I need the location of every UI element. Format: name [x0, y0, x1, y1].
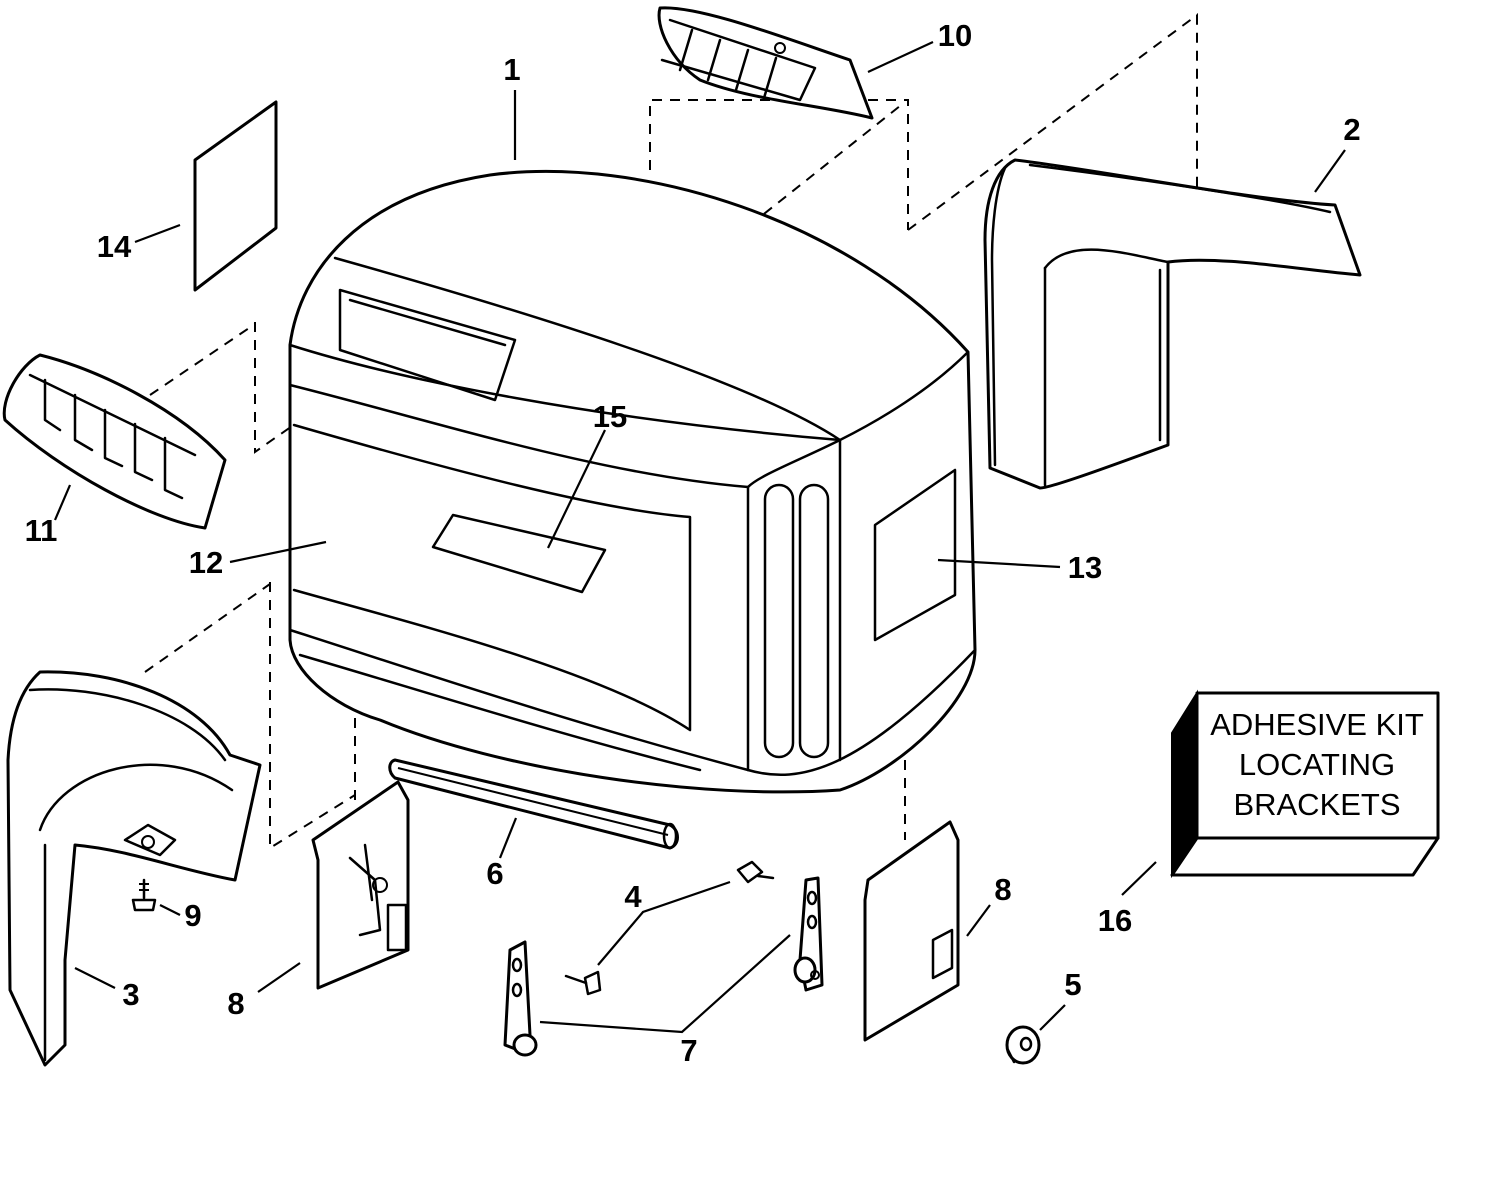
top-vent-grille [657, 6, 874, 120]
kit-text-line3: BRACKETS [1233, 787, 1400, 822]
callout-14: 14 [97, 229, 132, 264]
decal-panel [193, 100, 278, 292]
callout-numbers: 1 2 3 4 5 6 7 8 8 9 10 11 12 13 14 15 16 [25, 18, 1361, 1068]
screw-4-upper [736, 860, 775, 884]
latch-bracket-right [793, 876, 824, 992]
callout-7: 7 [680, 1033, 697, 1068]
kit-text-line1: ADHESIVE KIT [1210, 707, 1424, 742]
left-side-cover [6, 670, 262, 1067]
bracket-plate-right [863, 820, 960, 1042]
callout-8-right: 8 [994, 872, 1011, 907]
callout-15: 15 [593, 399, 627, 434]
engine-cowl [288, 169, 977, 794]
callout-10: 10 [938, 18, 972, 53]
screw-9 [131, 878, 157, 912]
callout-12: 12 [189, 545, 223, 580]
callout-4: 4 [624, 879, 642, 914]
callout-1: 1 [503, 52, 520, 87]
side-vent-grille [2, 353, 227, 530]
right-side-cover [983, 158, 1362, 490]
callout-3: 3 [122, 977, 139, 1012]
leader-lines [53, 41, 1346, 1034]
latch-bracket-left [503, 940, 538, 1057]
screw-4-lower [564, 970, 602, 996]
kit-text-line2: LOCATING [1239, 747, 1395, 782]
seal-strip [388, 758, 679, 850]
bracket-plate-left [311, 780, 410, 990]
callout-6: 6 [486, 856, 503, 891]
callout-8-left: 8 [227, 986, 244, 1021]
callout-9: 9 [184, 898, 201, 933]
callout-11: 11 [25, 513, 58, 548]
adhesive-kit-box: ADHESIVE KIT LOCATING BRACKETS [1170, 689, 1440, 879]
grommet [1005, 1025, 1041, 1065]
callout-16: 16 [1098, 903, 1132, 938]
callout-13: 13 [1068, 550, 1102, 585]
callout-2: 2 [1343, 112, 1360, 147]
callout-5: 5 [1064, 967, 1081, 1002]
